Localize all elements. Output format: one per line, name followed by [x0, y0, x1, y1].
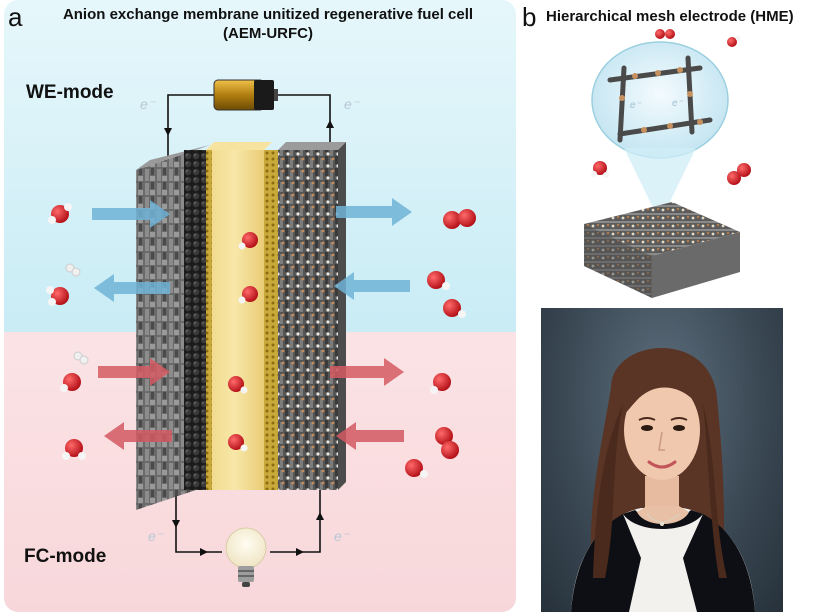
- electron-label-bottom-right: e⁻: [334, 528, 350, 544]
- water-molecule-11: [430, 373, 451, 394]
- electron-label-bottom-left: e⁻: [148, 528, 164, 544]
- water-molecule-hme-left: [591, 161, 609, 178]
- electron-label-hme-2: e⁻: [672, 98, 684, 109]
- we-mode-label: WE-mode: [26, 82, 114, 103]
- oxygen-molecule-hme: [655, 29, 675, 39]
- oxygen-molecule-hme-right: [727, 163, 751, 185]
- panel-a-title-line2: (AEM-URFC): [223, 25, 313, 42]
- panel-b-letter: b: [522, 2, 537, 32]
- hydrogen-molecule-2: [73, 351, 89, 365]
- light-bulb-icon: [225, 527, 267, 587]
- water-molecule-hme-top: [727, 35, 741, 47]
- water-molecule-1: [48, 203, 72, 224]
- water-molecule-4: [62, 439, 86, 460]
- molecules: [46, 203, 476, 478]
- electron-label-top-left: e⁻: [140, 96, 156, 112]
- hydrogen-molecule-1: [65, 263, 81, 277]
- circuit-wires: [167, 94, 331, 553]
- water-molecule-3: [60, 373, 81, 392]
- fc-flow-arrows: [98, 358, 404, 450]
- water-molecule-5: [238, 232, 258, 250]
- mesh-electrode-block: [584, 202, 740, 298]
- panel-a-title: Anion exchange membrane unitized regener…: [28, 5, 508, 43]
- electron-label-top-right: e⁻: [344, 96, 360, 112]
- portrait-photo: [541, 308, 783, 612]
- we-flow-arrows: [92, 198, 412, 302]
- fc-mode-label: FC-mode: [24, 546, 107, 567]
- oxygen-molecule-2: [435, 427, 459, 459]
- panel-b-title: Hierarchical mesh electrode (HME): [546, 8, 794, 25]
- panel-a-title-line1: Anion exchange membrane unitized regener…: [62, 6, 474, 23]
- water-molecule-12: [405, 459, 428, 478]
- water-molecule-2: [46, 286, 69, 306]
- battery-icon: [213, 79, 278, 111]
- cell-stack: [136, 142, 346, 510]
- water-molecule-8: [228, 434, 248, 452]
- water-molecule-7: [228, 376, 248, 394]
- water-molecule-6: [238, 286, 258, 304]
- water-molecule-9: [427, 271, 450, 290]
- water-molecule-10: [443, 299, 466, 318]
- oxygen-molecule-1: [443, 209, 476, 229]
- hme-illustration: e⁻ e⁻: [584, 29, 751, 298]
- electron-label-hme-1: e⁻: [630, 100, 642, 111]
- cell-illustration: [46, 79, 476, 587]
- magnified-view: [591, 41, 729, 159]
- panel-a-letter: a: [8, 2, 23, 32]
- portrait-figure: [571, 348, 755, 612]
